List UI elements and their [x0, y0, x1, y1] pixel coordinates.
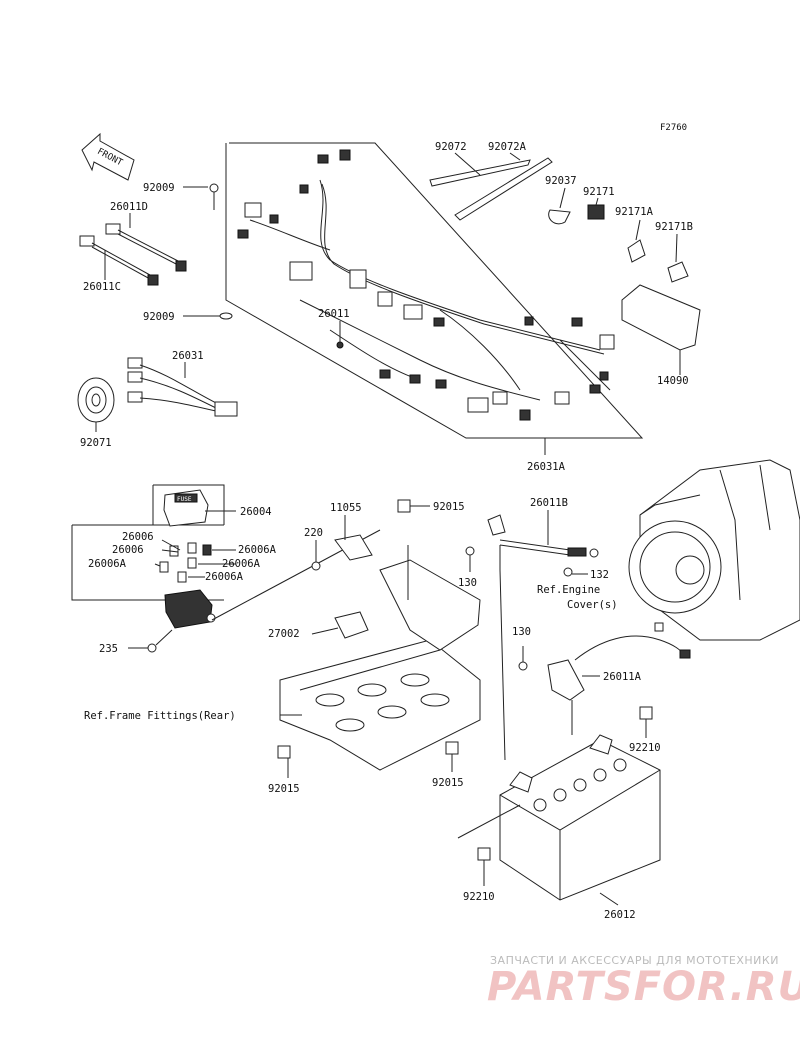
clamp-92037 — [548, 187, 571, 225]
label-ref-engine-2: Cover(s) — [567, 599, 618, 611]
label-92009-lower: 92009 — [143, 311, 175, 323]
label-26006A-c: 26006A — [222, 558, 261, 570]
label-26011A: 26011A — [603, 671, 642, 683]
battery-26012 — [499, 734, 661, 906]
main-harness-bracket — [225, 142, 644, 439]
bolt-92009-upper — [183, 183, 219, 210]
label-26006A-a: 26006A — [238, 544, 277, 556]
label-26031A: 26031A — [527, 461, 566, 473]
label-92072A: 92072A — [488, 141, 527, 153]
lead-26011C — [79, 235, 159, 286]
label-11055: 11055 — [330, 502, 362, 514]
label-26011C: 26011C — [83, 281, 121, 293]
fuse-box-base — [164, 529, 381, 629]
bolt-220 — [311, 540, 321, 571]
label-27002: 27002 — [268, 628, 300, 640]
label-132: 132 — [590, 569, 609, 581]
label-92171B: 92171B — [655, 221, 693, 233]
fuse-label: FUSE — [177, 496, 192, 503]
grommet-92071 — [77, 377, 115, 432]
watermark-tagline: ЗАПЧАСТИ И АКСЕССУАРЫ ДЛЯ МОТОТЕХНИКИ — [490, 954, 779, 967]
label-26006-b: 26006 — [112, 544, 144, 556]
label-26006A-b: 26006A — [88, 558, 127, 570]
bolt-130-top — [465, 546, 475, 572]
label-26006A-d: 26006A — [205, 571, 244, 583]
bolt-92009-lower — [183, 312, 233, 320]
lead-26011A — [547, 622, 691, 735]
label-26004: 26004 — [240, 506, 272, 518]
label-26006-a: 26006 — [122, 531, 154, 543]
bolt-130-mid — [518, 646, 528, 671]
figure-code: F2760 — [660, 123, 687, 133]
label-26031: 26031 — [172, 350, 204, 362]
clamp-92171B — [667, 233, 689, 283]
lead-26011 — [336, 321, 344, 349]
label-130-top: 130 — [458, 577, 477, 589]
cable-ties — [429, 152, 553, 221]
label-26012: 26012 — [604, 909, 636, 921]
lead-26011D — [105, 213, 187, 272]
bracket-11055 — [334, 515, 373, 561]
label-92037: 92037 — [545, 175, 577, 187]
label-92015-top: 92015 — [433, 501, 465, 513]
fuses — [154, 539, 236, 583]
label-26011: 26011 — [318, 308, 350, 320]
label-92072: 92072 — [435, 141, 467, 153]
label-235: 235 — [99, 643, 118, 655]
label-92210-right: 92210 — [629, 742, 661, 754]
battery-case — [279, 545, 481, 771]
label-ref-frame: Ref.Frame Fittings(Rear) — [84, 710, 236, 722]
label-ref-engine-1: Ref.Engine — [537, 584, 600, 596]
relay-27002 — [311, 611, 369, 639]
bolt-132 — [563, 567, 588, 577]
label-92171A: 92171A — [615, 206, 654, 218]
label-130-mid: 130 — [512, 626, 531, 638]
label-92171: 92171 — [583, 186, 615, 198]
nut-92210-right — [639, 706, 653, 738]
label-92009-upper: 92009 — [143, 182, 175, 194]
clamp-92171 — [587, 197, 605, 220]
main-wire-harness — [237, 149, 615, 421]
sub-harness-26031 — [127, 357, 238, 417]
engine-cover — [628, 459, 800, 641]
label-26011B: 26011B — [530, 497, 568, 509]
label-92071: 92071 — [80, 437, 112, 449]
label-92015-left: 92015 — [268, 783, 300, 795]
screw-235 — [128, 629, 173, 653]
label-26011D: 26011D — [110, 201, 148, 213]
label-92015-right: 92015 — [432, 777, 464, 789]
label-14090: 14090 — [657, 375, 689, 387]
fuse-box-cover-26004: FUSE — [163, 489, 236, 527]
nut-92015-right — [445, 741, 459, 772]
nut-92015-left — [277, 745, 291, 778]
label-92210-left: 92210 — [463, 891, 495, 903]
nut-92210-left — [457, 804, 521, 886]
front-arrow-icon: FRONT — [81, 132, 135, 181]
watermark-logo: PARTSFOR.RU — [487, 964, 800, 1010]
lead-26011B — [487, 510, 599, 761]
nut-92015-top — [397, 499, 430, 513]
label-220: 220 — [304, 527, 323, 539]
clamp-92171A — [627, 219, 646, 263]
cover-14090 — [621, 284, 701, 375]
